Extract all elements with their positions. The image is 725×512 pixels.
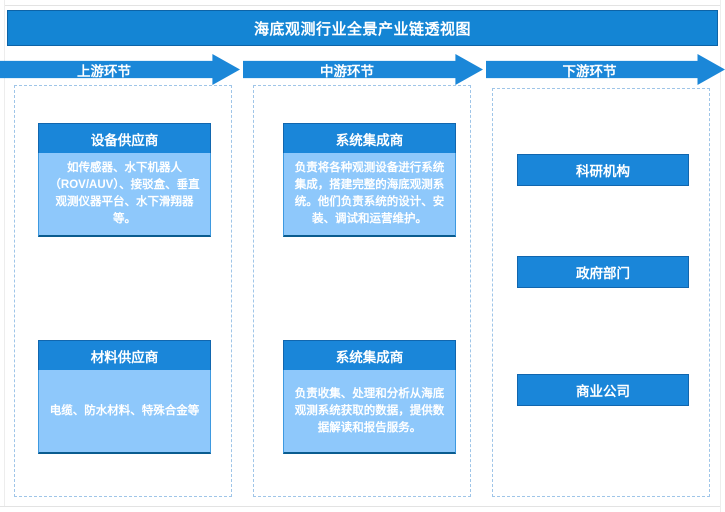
- bar-government-department-label: 政府部门: [576, 266, 630, 281]
- bar-commercial-company-label: 商业公司: [576, 384, 630, 399]
- card-system-integrator-2-title: 系统集成商: [335, 349, 404, 365]
- bar-government-department: 政府部门: [517, 256, 689, 288]
- card-system-integrator-1-body: 负责将各种观测设备进行系统集成，搭建完整的海底观测系统。他们负责系统的设计、安装…: [283, 153, 456, 237]
- stage-arrow-downstream: 下游环节: [486, 54, 725, 85]
- frame-bottom-edge: [0, 506, 725, 512]
- card-material-supplier-header: 材料供应商: [38, 340, 211, 370]
- bar-commercial-company: 商业公司: [517, 374, 689, 406]
- card-equipment-supplier-header: 设备供应商: [38, 123, 211, 153]
- card-system-integrator-1: 系统集成商 负责将各种观测设备进行系统集成，搭建完整的海底观测系统。他们负责系统…: [283, 123, 456, 237]
- frame-top-edge: [0, 0, 725, 6]
- card-system-integrator-2-header: 系统集成商: [283, 340, 456, 370]
- stage-arrow-upstream: 上游环节: [0, 54, 240, 85]
- frame-left-edge: [0, 0, 5, 512]
- card-equipment-supplier-body: 如传感器、水下机器人（ROV/AUV）、接驳盒、垂直观测仪器平台、水下滑翔器等。: [38, 153, 211, 237]
- card-material-supplier-title: 材料供应商: [90, 349, 159, 365]
- card-system-integrator-1-header: 系统集成商: [283, 123, 456, 153]
- frame-right-edge: [720, 0, 725, 512]
- stage-column-downstream: [492, 88, 710, 497]
- page-title: 海底观测行业全景产业链透视图: [253, 20, 471, 38]
- stage-arrow-upstream-label: 上游环节: [77, 63, 131, 79]
- card-material-supplier: 材料供应商 电缆、防水材料、特殊合金等: [38, 340, 211, 454]
- stage-arrow-downstream-label: 下游环节: [562, 63, 617, 79]
- card-system-integrator-2-body: 负责收集、处理和分析从海底观测系统获取的数据，提供数据解读和报告服务。: [283, 370, 456, 454]
- stage-arrow-midstream: 中游环节: [243, 54, 483, 85]
- bar-research-institution-label: 科研机构: [576, 164, 630, 179]
- card-system-integrator-2-text: 负责收集、处理和分析从海底观测系统获取的数据，提供数据解读和报告服务。: [294, 387, 445, 434]
- card-system-integrator-1-text: 负责将各种观测设备进行系统集成，搭建完整的海底观测系统。他们负责系统的设计、安装…: [294, 162, 445, 225]
- card-equipment-supplier-title: 设备供应商: [90, 132, 159, 148]
- card-system-integrator-2: 系统集成商 负责收集、处理和分析从海底观测系统获取的数据，提供数据解读和报告服务…: [283, 340, 456, 454]
- card-equipment-supplier: 设备供应商 如传感器、水下机器人（ROV/AUV）、接驳盒、垂直观测仪器平台、水…: [38, 123, 211, 237]
- bar-research-institution: 科研机构: [517, 154, 689, 186]
- card-material-supplier-body: 电缆、防水材料、特殊合金等: [38, 370, 211, 454]
- card-equipment-supplier-text: 如传感器、水下机器人（ROV/AUV）、接驳盒、垂直观测仪器平台、水下滑翔器等。: [49, 162, 200, 225]
- diagram-title-bar: 海底观测行业全景产业链透视图: [7, 10, 718, 46]
- stage-arrow-midstream-label: 中游环节: [320, 63, 374, 79]
- card-system-integrator-1-title: 系统集成商: [335, 132, 404, 148]
- card-material-supplier-text: 电缆、防水材料、特殊合金等: [49, 404, 200, 417]
